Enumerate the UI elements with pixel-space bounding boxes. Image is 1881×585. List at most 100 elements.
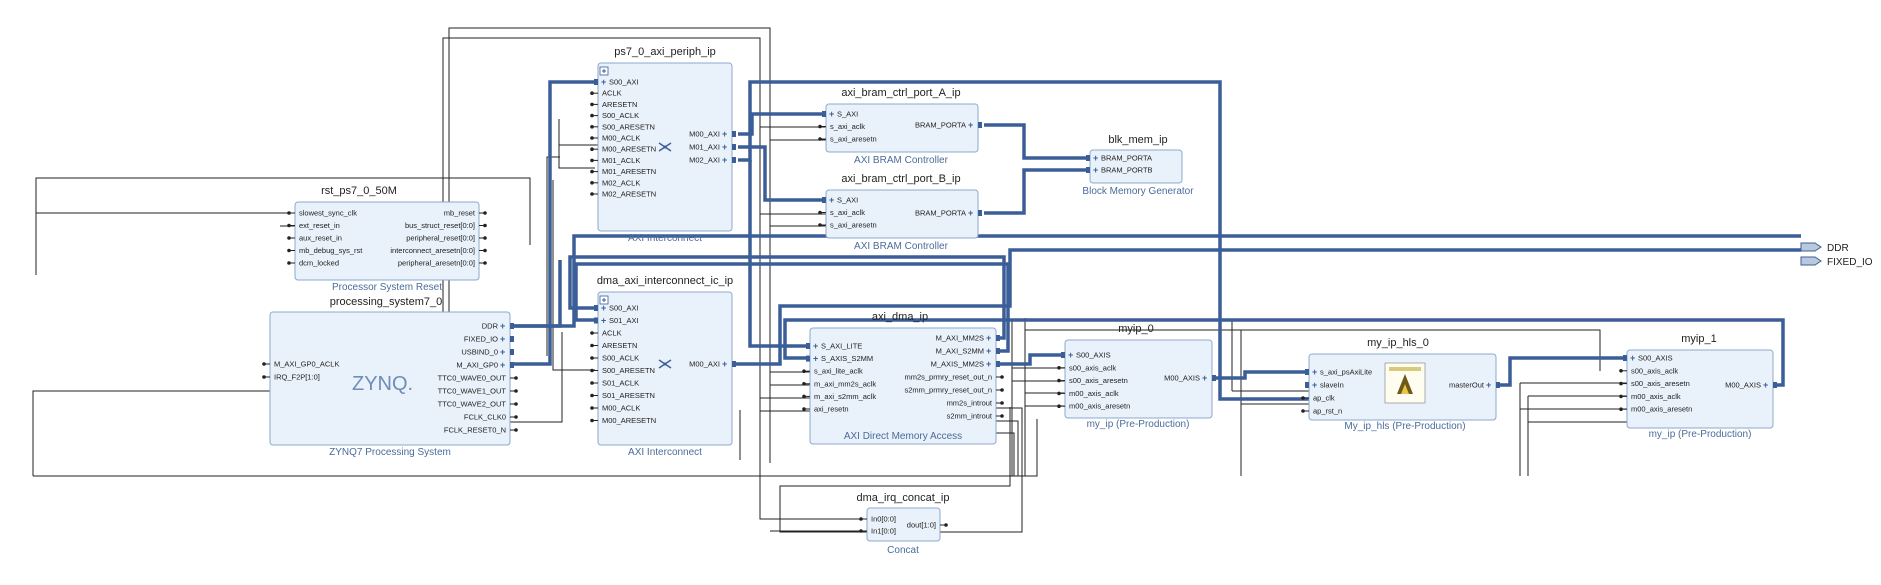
hls-in-port-ap-clk[interactable]: ap_clk (1301, 394, 1335, 403)
periph-ic-block[interactable]: ps7_0_axi_periph_ip +S00_AXIACLKARESETNS… (590, 46, 736, 244)
dmaic-in-port-s01-aclk[interactable]: S01_ACLK (590, 379, 639, 388)
dma-out-port-m-axi-mm2s[interactable]: +M_AXI_MM2S (936, 333, 1000, 343)
dma-in-port-m-axi-mm2s-aclk[interactable]: m_axi_mm2s_aclk (802, 379, 876, 388)
bramA-in-port-s-axi-aclk[interactable]: s_axi_aclk (818, 122, 865, 131)
rst-out-port-bus-struct-reset-0-0[interactable]: bus_struct_reset[0:0] (405, 221, 487, 230)
myip0-in-port-m00-axis-aclk[interactable]: m00_axis_aclk (1057, 389, 1119, 398)
dmaic-out-port-m00-axi[interactable]: +M00_AXI (689, 359, 736, 369)
bramB-out-port-bram-porta[interactable]: +BRAM_PORTA (915, 208, 982, 218)
periph-in-port-m01-aclk[interactable]: M01_ACLK (590, 156, 640, 165)
expand-block-icon[interactable] (599, 295, 609, 305)
periph-in-port-aresetn[interactable]: ARESETN (590, 100, 637, 109)
dma-in-port-axi-resetn[interactable]: axi_resetn (802, 405, 849, 414)
myip1-in-port-s00-axis-aresetn[interactable]: s00_axis_aresetn (1619, 379, 1690, 388)
bram-a-block[interactable]: axi_bram_ctrl_port_A_ip +S_AXIs_axi_aclk… (818, 87, 982, 166)
rst-in-port-ext-reset-in[interactable]: ext_reset_in (287, 221, 340, 230)
ps7-in-port-m-axi-gp0-aclk[interactable]: M_AXI_GP0_ACLK (262, 360, 339, 369)
dma-in-port-m-axi-s2mm-aclk[interactable]: m_axi_s2mm_aclk (802, 392, 876, 401)
dmaic-in-port-s00-aclk[interactable]: S00_ACLK (590, 354, 639, 363)
ps7-out-port-usbind-0[interactable]: +USBIND_0 (461, 347, 514, 357)
bramA-in-port-s-axi[interactable]: +S_AXI (822, 109, 858, 119)
dma-in-port-s-axi-lite-aclk[interactable]: s_axi_lite_aclk (802, 367, 863, 376)
rst-ps7-block[interactable]: rst_ps7_0_50M slowest_sync_clkext_reset_… (287, 185, 487, 293)
periph-in-port-m01-aresetn[interactable]: M01_ARESETN (590, 167, 656, 176)
hls-out-port-masterout[interactable]: +masterOut (1449, 380, 1500, 390)
dmaic-in-port-s00-axi[interactable]: +S00_AXI (594, 303, 639, 313)
dmaic-in-port-aresetn[interactable]: ARESETN (590, 341, 637, 350)
concat-in-port-in0-0-0[interactable]: In0[0:0] (859, 515, 896, 524)
rst-out-port-mb-reset[interactable]: mb_reset (444, 209, 487, 218)
rst-in-port-mb-debug-sys-rst[interactable]: mb_debug_sys_rst (287, 246, 363, 255)
ps7-out-port-ddr[interactable]: +DDR (482, 321, 514, 331)
periph-in-port-m02-aresetn[interactable]: M02_ARESETN (590, 190, 656, 199)
ps7-out-port-ttc0-wave2-out[interactable]: TTC0_WAVE2_OUT (438, 400, 518, 409)
myip1-in-port-m00-axis-aclk[interactable]: m00_axis_aclk (1619, 392, 1681, 401)
myip0-in-port-s00-axis[interactable]: +S00_AXIS (1061, 350, 1111, 360)
periph-in-port-m00-aresetn[interactable]: M00_ARESETN (590, 145, 656, 154)
bramA-in-port-s-axi-aresetn[interactable]: s_axi_aresetn (818, 135, 877, 144)
concat-in-port-in1-0-0[interactable]: In1[0:0] (859, 527, 896, 536)
rst-in-port-slowest-sync-clk[interactable]: slowest_sync_clk (287, 209, 357, 218)
dma-out-port-m-axis-mm2s[interactable]: +M_AXIS_MM2S (931, 359, 1000, 369)
myip0-out-port-m00-axis[interactable]: +M00_AXIS (1164, 373, 1216, 383)
axi-dma-block[interactable]: axi_dma_ip +S_AXI_LITE+S_AXIS_S2MMs_axi_… (802, 311, 1004, 445)
dma-in-port-s-axi-lite[interactable]: +S_AXI_LITE (806, 341, 862, 351)
dmaic-in-port-m00-aresetn[interactable]: M00_ARESETN (590, 416, 656, 425)
periph-in-port-m00-aclk[interactable]: M00_ACLK (590, 134, 640, 143)
hls-in-port-s-axi-psaxilite[interactable]: +s_axi_psAxiLite (1305, 367, 1372, 377)
concat-out-port-dout-1-0[interactable]: dout[1:0] (907, 521, 948, 530)
ps7-out-port-ttc0-wave0-out[interactable]: TTC0_WAVE0_OUT (438, 374, 518, 383)
ps7-out-port-m-axi-gp0[interactable]: +M_AXI_GP0 (456, 360, 514, 370)
periph-in-port-aclk[interactable]: ACLK (590, 89, 622, 98)
periph-out-port-m00-axi[interactable]: +M00_AXI (689, 129, 736, 139)
concat-block[interactable]: dma_irq_concat_ip In0[0:0]In1[0:0]dout[1… (857, 492, 950, 556)
rst-in-port-aux-reset-in[interactable]: aux_reset_in (287, 234, 342, 243)
myip0-in-port-m00-axis-aresetn[interactable]: m00_axis_aresetn (1057, 402, 1130, 411)
hls-block[interactable]: my_ip_hls_0 +s_axi_psAxiLite+slaveInap_c… (1301, 337, 1500, 432)
blkmem-in-port-bram-porta[interactable]: +BRAM_PORTA (1086, 153, 1152, 163)
periph-in-port-s00-aresetn[interactable]: S00_ARESETN (590, 122, 655, 131)
myip0-in-port-s00-axis-aclk[interactable]: s00_axis_aclk (1057, 363, 1116, 372)
rst-out-port-peripheral-aresetn-0-0[interactable]: peripheral_aresetn[0:0] (398, 259, 487, 268)
blk-mem-block[interactable]: blk_mem_ip +BRAM_PORTA+BRAM_PORTB Block … (1082, 134, 1194, 197)
myip1-in-port-m00-axis-aresetn[interactable]: m00_axis_aresetn (1619, 405, 1692, 414)
hls-in-port-ap-rst-n[interactable]: ap_rst_n (1301, 407, 1342, 416)
dma-out-port-mm2s-prmry-reset-out-n[interactable]: mm2s_prmry_reset_out_n (904, 373, 1004, 382)
dmaic-in-port-aclk[interactable]: ACLK (590, 329, 622, 338)
ps7-block[interactable]: processing_system7_0 M_AXI_GP0_ACLKIRQ_F… (262, 296, 518, 458)
external-port-ddr[interactable]: DDR (1800, 242, 1849, 254)
myip1-in-port-s00-axis-aclk[interactable]: s00_axis_aclk (1619, 366, 1678, 375)
hls-in-port-slavein[interactable]: +slaveIn (1305, 380, 1344, 390)
ps7-out-port-ttc0-wave1-out[interactable]: TTC0_WAVE1_OUT (438, 387, 518, 396)
ps7-in-port-irq-f2p-1-0[interactable]: IRQ_F2P[1:0] (262, 373, 320, 382)
dmaic-in-port-s01-aresetn[interactable]: S01_ARESETN (590, 391, 655, 400)
rst-in-port-dcm-locked[interactable]: dcm_locked (287, 259, 339, 268)
rst-out-port-peripheral-reset-0-0[interactable]: peripheral_reset[0:0] (406, 234, 487, 243)
rst-out-port-interconnect-aresetn-0-0[interactable]: interconnect_aresetn[0:0] (390, 246, 487, 255)
bramB-in-port-s-axi[interactable]: +S_AXI (822, 195, 858, 205)
myip0-block[interactable]: myip_0 +S00_AXISs00_axis_aclks00_axis_ar… (1057, 323, 1216, 430)
blkmem-in-port-bram-portb[interactable]: +BRAM_PORTB (1086, 165, 1153, 175)
dmaic-in-port-s01-axi[interactable]: +S01_AXI (594, 316, 639, 326)
dmaic-in-port-m00-aclk[interactable]: M00_ACLK (590, 404, 640, 413)
myip1-in-port-s00-axis[interactable]: +S00_AXIS (1623, 353, 1673, 363)
myip0-in-port-s00-axis-aresetn[interactable]: s00_axis_aresetn (1057, 376, 1128, 385)
myip1-out-port-m00-axis[interactable]: +M00_AXIS (1725, 380, 1777, 390)
bramB-in-port-s-axi-aresetn[interactable]: s_axi_aresetn (818, 221, 877, 230)
dma-out-port-m-axi-s2mm[interactable]: +M_AXI_S2MM (936, 346, 1000, 356)
ps7-out-port-fclk-reset0-n[interactable]: FCLK_RESET0_N (444, 426, 518, 435)
dma-in-port-s-axis-s2mm[interactable]: +S_AXIS_S2MM (806, 354, 873, 364)
dma-ic-block[interactable]: dma_axi_interconnect_ic_ip +S00_AXI+S01_… (590, 275, 736, 458)
expand-block-icon[interactable] (599, 66, 609, 76)
dma-out-port-mm2s-introut[interactable]: mm2s_introut (947, 399, 1004, 408)
periph-in-port-s00-aclk[interactable]: S00_ACLK (590, 111, 639, 120)
ps7-out-port-fclk-clk0[interactable]: FCLK_CLK0 (464, 413, 518, 422)
bramA-out-port-bram-porta[interactable]: +BRAM_PORTA (915, 120, 982, 130)
dmaic-in-port-s00-aresetn[interactable]: S00_ARESETN (590, 366, 655, 375)
ps7-out-port-fixed-io[interactable]: +FIXED_IO (464, 334, 514, 344)
external-port-fixed-io[interactable]: FIXED_IO (1800, 256, 1873, 268)
bram-b-block[interactable]: axi_bram_ctrl_port_B_ip +S_AXIs_axi_aclk… (818, 173, 982, 252)
periph-in-port-s00-axi[interactable]: +S00_AXI (594, 77, 639, 87)
periph-out-port-m02-axi[interactable]: +M02_AXI (689, 155, 736, 165)
